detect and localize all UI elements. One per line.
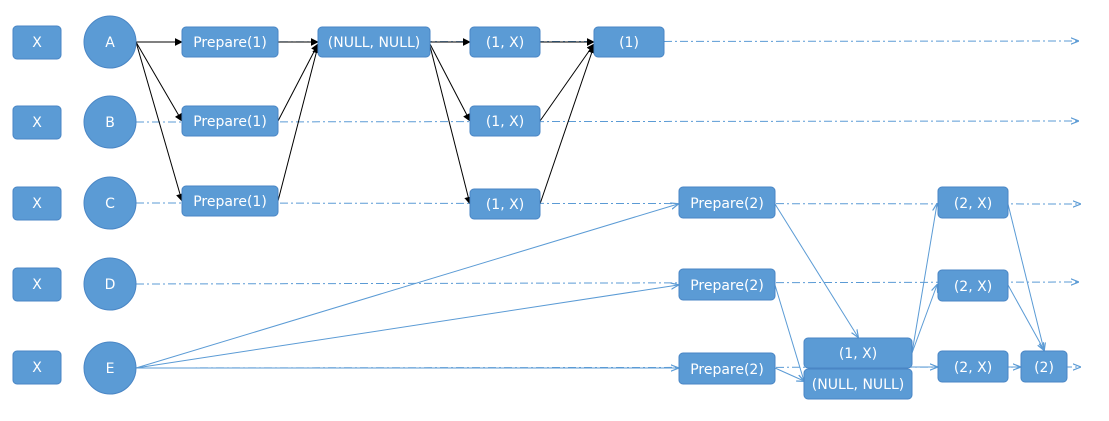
node-label: (1, X) (486, 35, 524, 51)
node-label: (2, X) (954, 279, 992, 295)
circle-label: C (105, 196, 115, 212)
node-label: Prepare(1) (193, 114, 267, 130)
node-one-x-a: (1, X) (469, 26, 541, 58)
node-label: (1) (619, 35, 639, 51)
node-one-x-c: (1, X) (469, 188, 541, 220)
node-result-2: (2) (1020, 350, 1068, 383)
circle-a: A (83, 15, 137, 69)
circle-b: B (83, 95, 137, 149)
timeline-c (135, 203, 1080, 204)
circle-e: E (83, 341, 137, 395)
node-label: Prepare(2) (690, 362, 764, 378)
round2-arrows (135, 204, 1044, 381)
node-one-x-e: (1, X) (803, 337, 913, 369)
node-label: (2, X) (954, 360, 992, 376)
round1-arrows (135, 38, 596, 205)
node-one-x-b: (1, X) (469, 105, 541, 137)
node-x-e: X (12, 350, 62, 385)
node-label: Prepare(2) (690, 196, 764, 212)
node-label: (NULL, NULL) (328, 35, 420, 51)
node-prepare2-e: Prepare(2) (678, 352, 776, 385)
timeline-d (135, 282, 1078, 284)
node-result-1: (1) (593, 26, 665, 58)
round1-boxes: Prepare(1) Prepare(1) Prepare(1) (NULL, … (181, 26, 665, 220)
node-label: Prepare(1) (193, 194, 267, 210)
circle-label: E (106, 361, 115, 377)
node-label: (1, X) (839, 346, 877, 362)
node-x-b: X (12, 105, 62, 140)
node-prepare1-b: Prepare(1) (181, 105, 279, 137)
node-label: X (32, 196, 42, 212)
node-prepare2-c: Prepare(2) (678, 186, 776, 219)
node-label: (NULL, NULL) (812, 377, 904, 393)
node-label: X (32, 115, 42, 131)
node-label: X (32, 35, 42, 51)
node-prepare1-a: Prepare(1) (181, 26, 279, 58)
node-label: (1, X) (486, 114, 524, 130)
node-label: Prepare(2) (690, 278, 764, 294)
node-label: (2, X) (954, 196, 992, 212)
node-prepare2-d: Prepare(2) (678, 268, 776, 301)
acceptor-circles: A B C D E (83, 15, 137, 395)
node-label: X (32, 360, 42, 376)
node-x-a: X (12, 25, 62, 60)
node-null-null-e: (NULL, NULL) (803, 368, 913, 400)
node-label: (1, X) (486, 197, 524, 213)
circle-label: B (105, 115, 115, 131)
node-label: (2) (1034, 360, 1054, 376)
node-x-c: X (12, 186, 62, 221)
timeline-b (135, 121, 1078, 122)
x-column: X X X X X (12, 25, 62, 385)
circle-label: A (105, 35, 115, 51)
node-label: Prepare(1) (193, 35, 267, 51)
circle-c: C (83, 176, 137, 230)
node-two-x-e: (2, X) (937, 350, 1009, 383)
circle-label: D (105, 277, 116, 293)
node-x-d: X (12, 267, 62, 302)
node-two-x-c: (2, X) (937, 186, 1009, 219)
node-label: X (32, 277, 42, 293)
node-prepare1-c: Prepare(1) (181, 185, 279, 217)
node-null-null-a: (NULL, NULL) (317, 26, 431, 58)
round2-boxes: Prepare(2) Prepare(2) Prepare(2) (1, X) … (678, 186, 1068, 400)
circle-d: D (83, 257, 137, 311)
node-two-x-d: (2, X) (937, 269, 1009, 302)
